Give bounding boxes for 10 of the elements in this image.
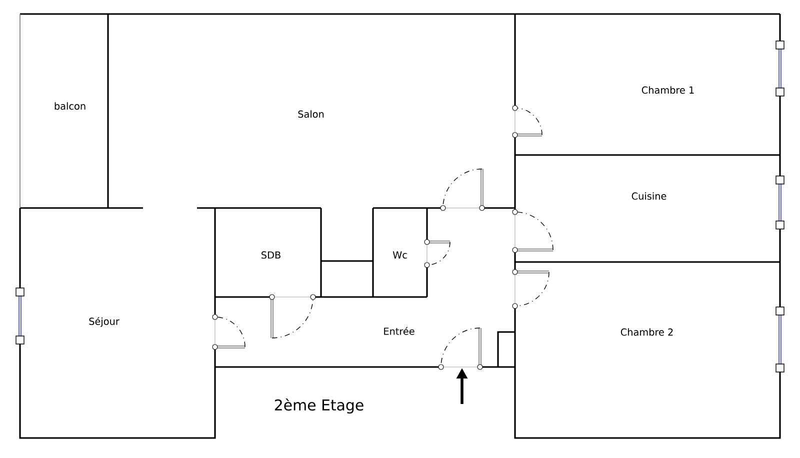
room-label: Wc: [392, 251, 407, 259]
floor-label: 2ème Etage: [274, 398, 364, 414]
room-label: Séjour: [89, 317, 120, 327]
room-label: Cuisine: [632, 192, 666, 200]
room-label: Chambre 1: [642, 86, 694, 94]
room-label: balcon: [54, 102, 86, 110]
room-label: SDB: [262, 251, 280, 259]
room-label: Entrée: [384, 327, 414, 335]
room-label: Salon: [298, 110, 324, 118]
room-label: Chambre 2: [620, 328, 673, 336]
